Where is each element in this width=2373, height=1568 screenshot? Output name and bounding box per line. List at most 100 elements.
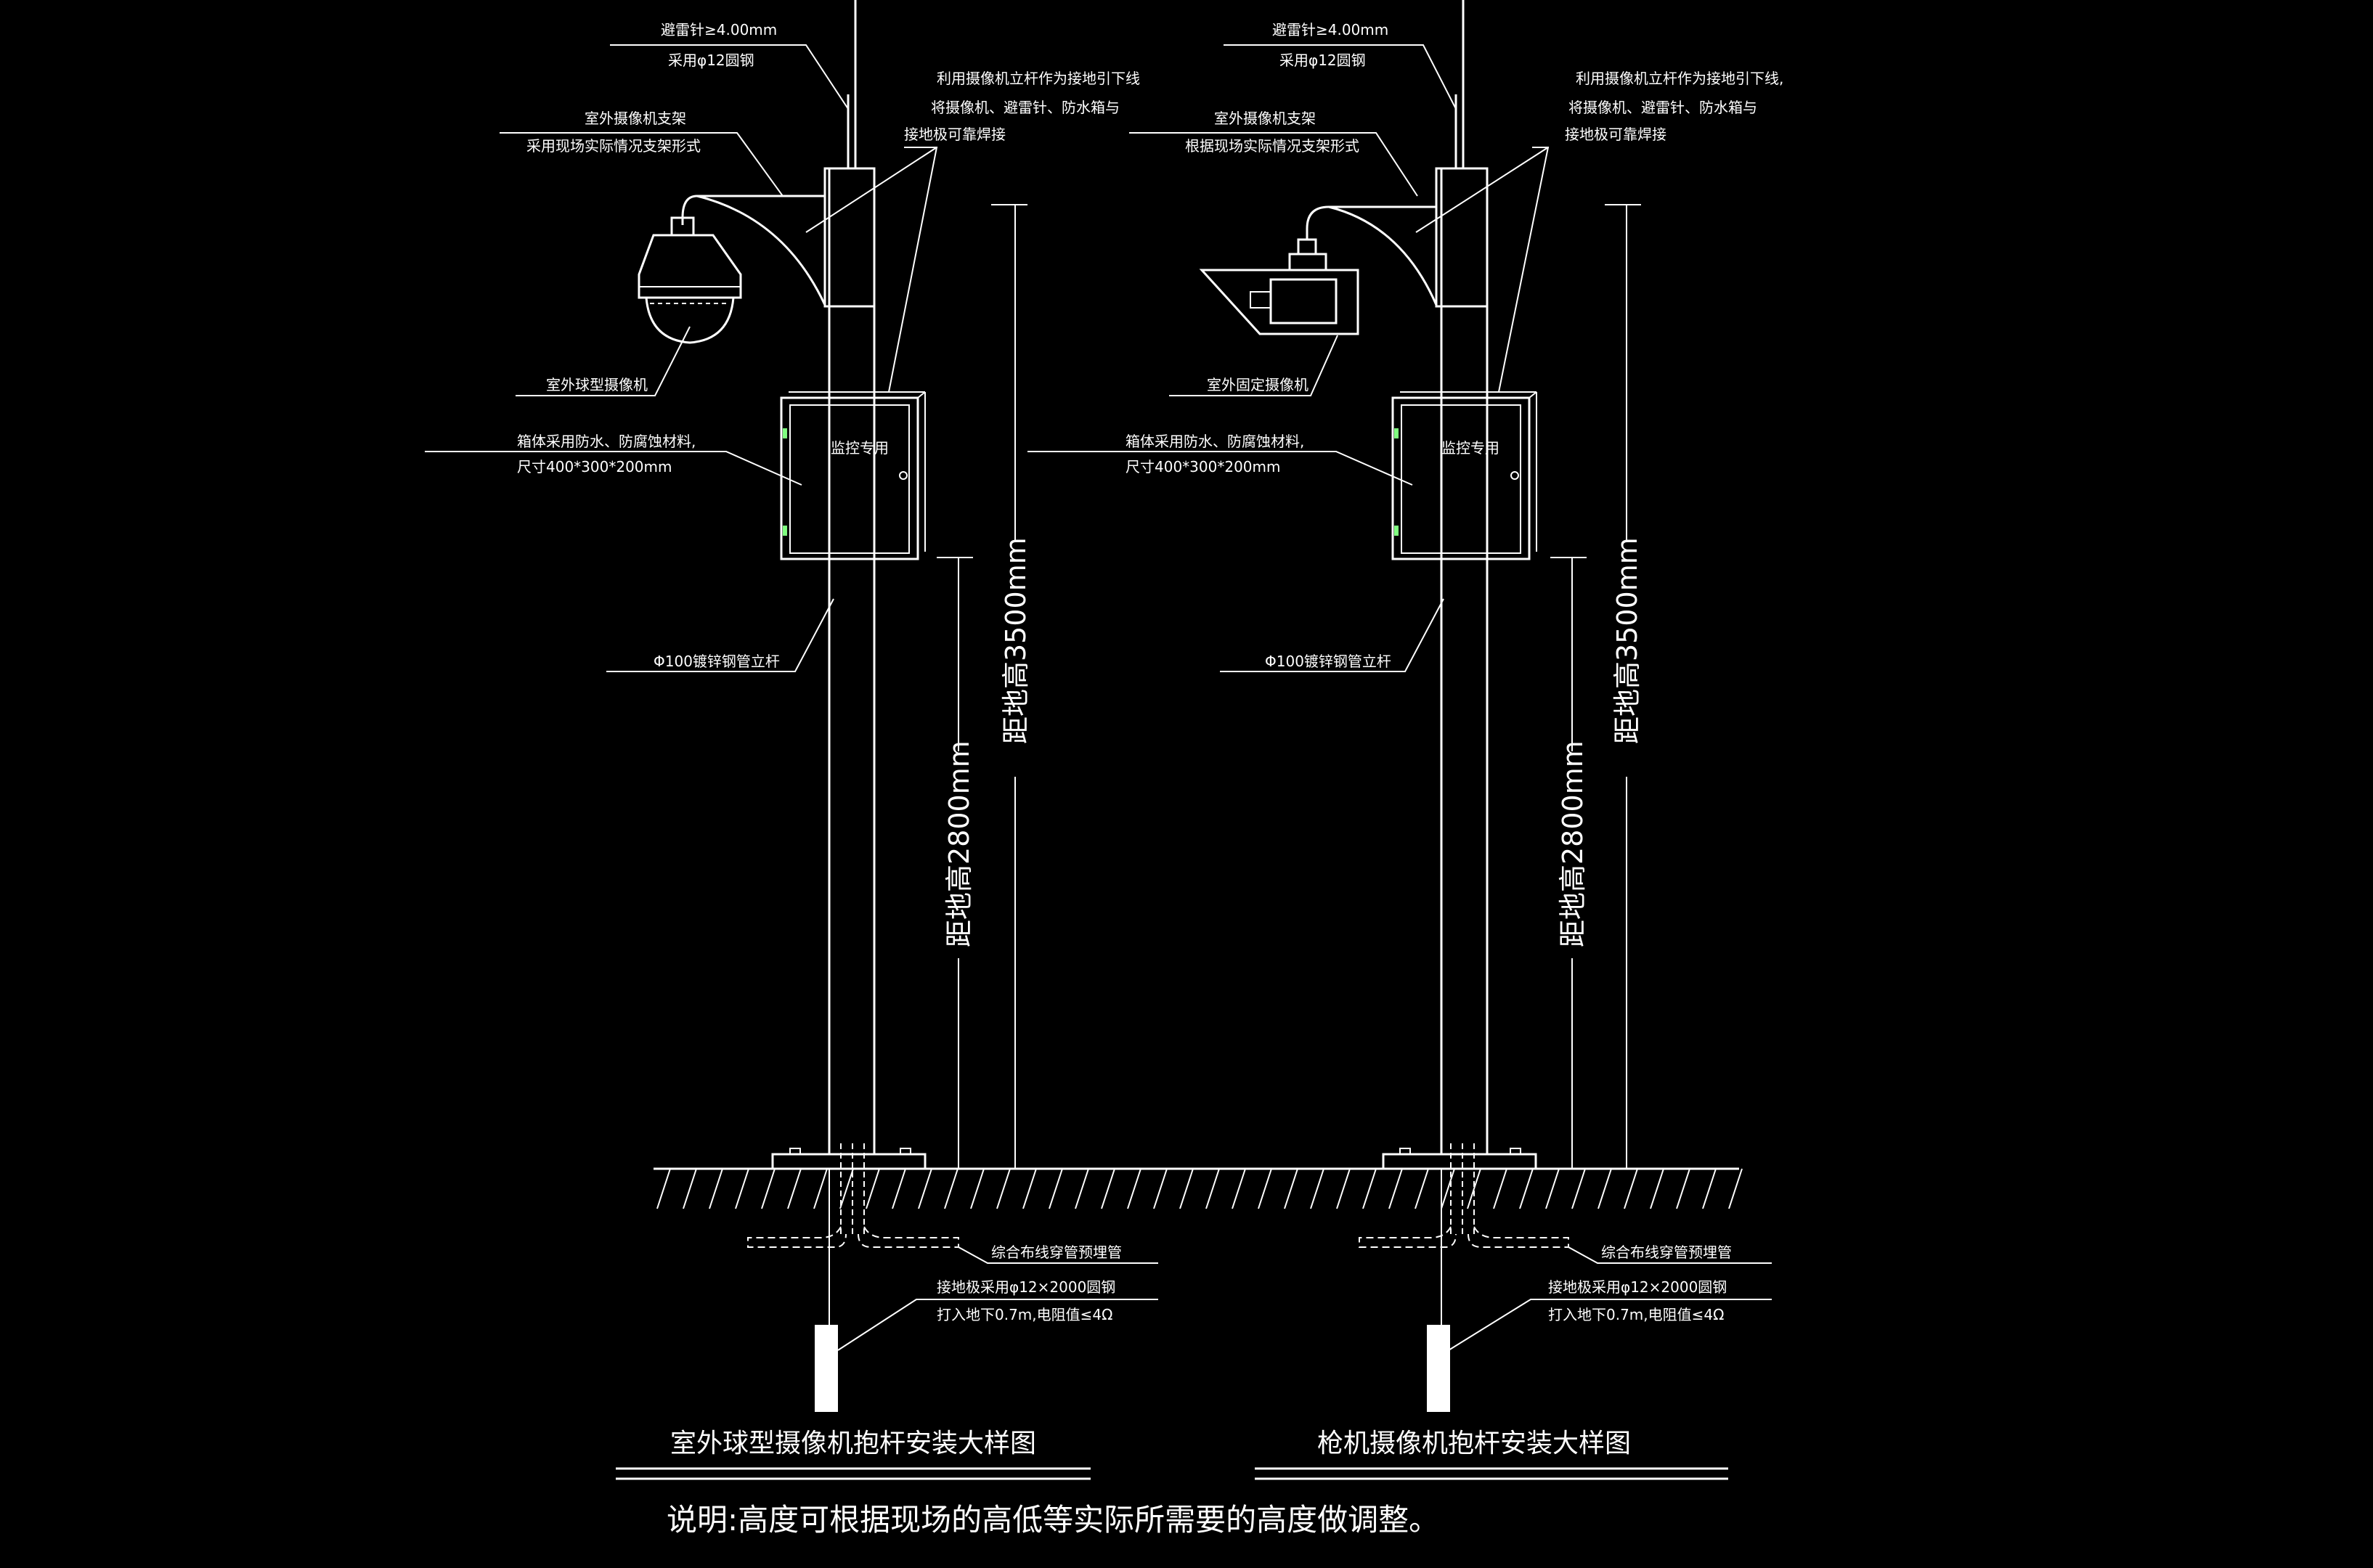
left-label-arm-1: 室外摄像机支架 [585,110,686,127]
right-conduit-left [1359,1226,1457,1248]
left-dome-camera [638,216,742,344]
svg-text:距地高2800mm: 距地高2800mm [1557,740,1589,947]
hatch-mark [1676,1168,1690,1209]
hatch-mark [866,1168,880,1209]
left-label-box-1: 箱体采用防水、防腐蚀材料, [517,433,696,450]
hatch-mark [787,1168,802,1209]
hatch-mark [1022,1168,1037,1209]
right-label-pipe: 综合布线穿管预埋管 [1601,1244,1732,1261]
hatch-mark [1258,1168,1272,1209]
svg-text:距地高3500mm: 距地高3500mm [1000,537,1032,744]
right-label-box-2: 尺寸400*300*200mm [1126,458,1281,475]
ground-hatch [656,1168,1743,1209]
right-label-pole: Φ100镀锌钢管立杆 [1265,653,1391,670]
left-leader-rod [610,44,849,110]
right-label-rod-1: 避雷针≥4.00mm [1272,21,1388,38]
left-leader-pole [606,598,834,672]
left-box-terminal-bottom [783,526,787,536]
left-label-box-2: 尺寸400*300*200mm [517,458,672,475]
right-label-ground-2: 将摄像机、避雷针、防水箱与 [1568,99,1757,116]
left-conduit-left [747,1226,847,1248]
right-leader-pipe [1568,1246,1772,1264]
left-label-rod-1: 避雷针≥4.00mm [661,21,777,38]
hatch-mark [944,1168,958,1209]
left-control-box: 监控专用 [780,391,926,560]
hatch-mark [1205,1168,1220,1209]
right-conduit-right [1468,1226,1569,1248]
left-label-electrode-1: 接地极采用φ12×2000圆钢 [937,1278,1115,1296]
hatch-mark [1232,1168,1246,1209]
right-ground-electrode [1427,1325,1450,1412]
hatch-mark [1101,1168,1115,1209]
hatch-mark [1179,1168,1194,1209]
right-label-ground-1: 利用摄像机立杆作为接地引下线, [1576,70,1783,87]
left-dim-3500: 距地高3500mm [991,204,1032,1169]
hatch-mark [1284,1168,1298,1209]
left-label-pipe: 综合布线穿管预埋管 [991,1244,1122,1261]
left-leader-camera [516,326,691,396]
left-arm-brace [696,195,826,306]
hatch-mark [839,1168,854,1209]
hatch-mark [970,1168,985,1209]
left-label-rod-2: 采用φ12圆钢 [668,52,754,69]
left-label-arm-2: 采用现场实际情况支架形式 [526,137,701,155]
left-pole-clamp [823,167,876,308]
right-box-terminal-bottom [1394,526,1399,536]
right-leader-ground-b [1415,147,1549,233]
hatch-mark [1624,1168,1638,1209]
left-leader-box [425,451,802,486]
right-camera-arm [1306,205,1436,240]
left-label-pole: Φ100镀锌钢管立杆 [654,653,780,670]
hatch-mark [813,1168,828,1209]
hatch-mark [996,1168,1011,1209]
right-label-camera: 室外固定摄像机 [1207,376,1308,393]
right-label-electrode-2: 打入地下0.7m,电阻值≤4Ω [1548,1306,1724,1323]
hatch-mark [656,1168,671,1209]
right-pole-clamp [1435,167,1489,308]
left-leader-electrode [837,1299,1158,1351]
right-label-electrode-1: 接地极采用φ12×2000圆钢 [1548,1278,1727,1296]
hatch-mark [1650,1168,1664,1209]
right-leader-box [1027,451,1413,486]
right-arm-brace [1328,205,1438,306]
left-title: 室外球型摄像机抱杆安装大样图 [670,1429,1036,1458]
hatch-mark [1545,1168,1560,1209]
hatch-mark [1571,1168,1586,1209]
right-leader-electrode [1448,1299,1772,1351]
hatch-mark [1597,1168,1612,1209]
hatch-mark [1310,1168,1324,1209]
footnote: 说明:高度可根据现场的高低等实际所需要的高度做调整。 [667,1502,1439,1538]
right-label-box-1: 箱体采用防水、防腐蚀材料, [1126,433,1304,450]
left-dim-2800: 距地高2800mm [937,557,975,1169]
hatch-mark [1362,1168,1377,1209]
hatch-mark [1441,1168,1455,1209]
hatch-mark [1415,1168,1429,1209]
right-dim-3500: 距地高3500mm [1605,204,1643,1169]
left-box-inner-label: 监控专用 [831,439,889,457]
left-label-electrode-2: 打入地下0.7m,电阻值≤4Ω [937,1306,1112,1323]
left-leader-ground-a [888,147,938,393]
hatch-mark [918,1168,932,1209]
left-ground-electrode [815,1325,838,1412]
hatch-mark [761,1168,776,1209]
right-control-box: 监控专用 [1391,391,1537,560]
right-label-rod-2: 采用φ12圆钢 [1279,52,1366,69]
right-assembly: 监控专用 距地高3500mm [1027,0,1783,1480]
hatch-mark [1153,1168,1168,1209]
hatch-mark [1728,1168,1743,1209]
right-label-ground-3: 接地极可靠焊接 [1565,126,1666,143]
right-box-inner-label: 监控专用 [1441,439,1499,457]
right-base-plate [1382,1143,1537,1234]
right-bullet-camera [1199,238,1359,335]
hatch-mark [1388,1168,1403,1209]
hatch-mark [1467,1168,1481,1209]
left-assembly: 监控专用 距地高3500mm [425,0,1158,1480]
hatch-mark [1702,1168,1717,1209]
right-label-arm-2: 根据现场实际情况支架形式 [1185,137,1359,155]
left-leader-ground-b [805,147,937,233]
svg-text:距地高2800mm: 距地高2800mm [943,740,975,947]
left-leader-arm [500,132,783,197]
hatch-mark [892,1168,906,1209]
hatch-mark [735,1168,749,1209]
